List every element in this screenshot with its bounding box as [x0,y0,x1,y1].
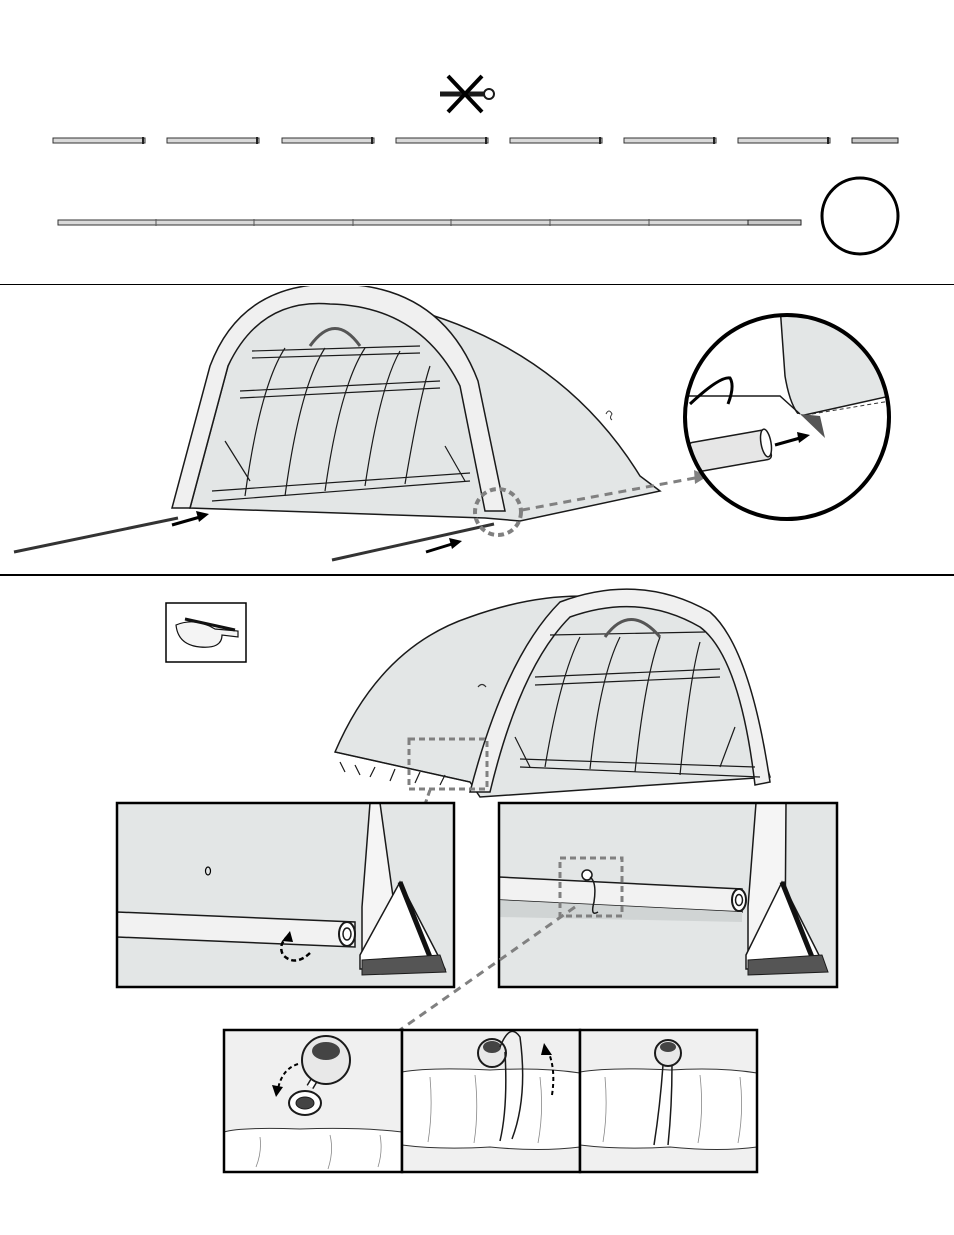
tube-short [738,138,830,143]
safety-glasses-icon [166,603,246,662]
no-bolt-icon [440,76,494,112]
tube-short [852,138,898,143]
shelter-cover-illustration [0,577,954,1235]
ground-pipe-left [14,518,178,552]
insert-arrow-icon [426,538,462,552]
tube-short [624,138,716,143]
ground-pipe-right [332,524,494,560]
detail-bungee-position [499,803,837,987]
tube-short [53,138,145,143]
parts-section [0,0,954,285]
tube-long [58,220,801,225]
detail-roll-cover [117,803,454,987]
parts-illustration [0,0,954,285]
tube-short [510,138,602,143]
detail-ball-bungee-2 [402,1030,580,1172]
ball-bungee-icon [582,870,592,880]
tube-end [748,220,801,225]
tube-short [396,138,488,143]
quantity-circle [822,178,898,254]
shelter-frame-icon [0,286,954,576]
tube-short [282,138,374,143]
tube-row-2 [58,219,801,226]
step-secure-cover [0,577,954,1235]
detail-ball-bungee-1 [224,1030,402,1172]
tube-short [167,138,259,143]
tube-row-1 [53,137,898,144]
step-insert-pipes [0,286,954,576]
detail-ball-bungee-3 [580,1030,757,1172]
zoom-detail-pipe [680,306,890,519]
